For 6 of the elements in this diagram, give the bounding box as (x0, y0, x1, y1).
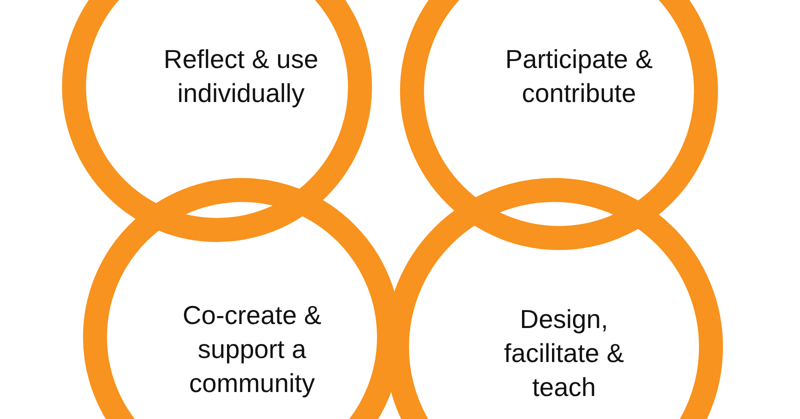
circle-label: Participate & contribute (504, 43, 654, 110)
circle-label: Reflect & use individually (162, 43, 320, 110)
circle-label: Co-create & support a community (182, 299, 322, 400)
circle-label: Design, facilitate & teach (503, 303, 625, 404)
brush-circle (62, 0, 372, 242)
brush-circle (400, 0, 718, 250)
